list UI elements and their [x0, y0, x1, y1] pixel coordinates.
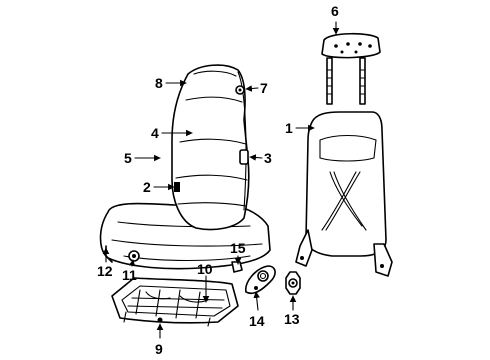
cover-part-14	[245, 265, 276, 295]
seat-back	[171, 64, 250, 231]
callout-3: 3	[264, 150, 272, 166]
knob-part-13	[285, 271, 301, 295]
back-frame-assembly	[295, 32, 393, 277]
callout-10: 10	[197, 261, 213, 277]
seat-track-frame	[111, 277, 239, 327]
callout-13: 13	[284, 311, 300, 327]
seat-assembly	[99, 64, 271, 270]
callout-9: 9	[155, 341, 163, 357]
callout-1: 1	[285, 120, 293, 136]
callout-7: 7	[260, 80, 268, 96]
callout-6: 6	[331, 3, 339, 19]
callout-2: 2	[143, 179, 151, 195]
callout-14: 14	[249, 313, 265, 329]
callout-8: 8	[155, 75, 163, 91]
callout-11: 11	[122, 267, 137, 283]
clip-part-15	[231, 261, 243, 273]
headrest	[321, 32, 381, 59]
back-frame-panel	[305, 111, 387, 257]
callout-5: 5	[124, 150, 132, 166]
callout-12: 12	[97, 263, 113, 279]
leader-lines	[102, 21, 340, 339]
callout-15: 15	[230, 240, 246, 256]
callout-4: 4	[151, 125, 159, 141]
